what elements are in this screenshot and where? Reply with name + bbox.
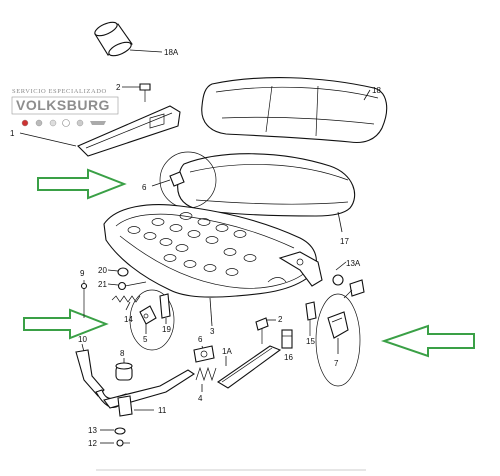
label-1: 1 [10,129,15,138]
part-labels: 18A 18 2 1 6 17 20 21 9 13A 14 5 19 3 2 … [10,48,381,448]
part-18a-cap [94,21,163,57]
part-1-trim [19,105,181,157]
part-14-spring [111,295,141,311]
label-14: 14 [124,315,133,324]
label-15: 15 [306,337,315,346]
logo-banner [11,96,119,115]
green-arrow-right-icon [37,168,127,200]
part-18-backrest-cushion [201,77,388,144]
label-21: 21 [98,280,107,289]
label-8: 8 [120,349,125,358]
label-7: 7 [334,359,339,368]
label-18: 18 [372,86,381,95]
label-12: 12 [88,439,97,448]
frame-holes [127,212,257,276]
part-21-bolt [107,281,147,291]
label-17: 17 [340,237,349,246]
label-18a: 18A [164,48,179,57]
label-13a: 13A [346,259,361,268]
part-5-19-detail [129,289,175,351]
part-6-clip [151,151,217,209]
volksburg-logo: SERVICIO ESPECIALIZADO VOLKSBURG [11,88,119,127]
label-20: 20 [98,266,107,275]
part-12-screw [100,439,130,447]
part-9-pin [80,280,88,318]
label-13: 13 [88,426,97,435]
part-3-seat-frame [103,204,323,327]
part-20-nut [107,267,129,277]
part-13-washer [100,427,126,435]
green-arrow-right-icon [23,308,109,340]
part-11-release-bar [103,369,196,417]
label-19: 19 [162,325,171,334]
label-11: 11 [158,406,167,415]
part-1a-rail [216,345,282,389]
label-10: 10 [78,335,87,344]
label-6: 6 [142,183,147,192]
part-2-screw [122,83,151,102]
part-16-bracket [281,329,293,349]
label-5: 5 [143,335,148,344]
label-1a: 1A [222,347,232,356]
label-2-mid: 2 [278,315,283,324]
part-7-latch [315,293,361,387]
label-2-top: 2 [116,83,121,92]
label-6-lower: 6 [198,335,203,344]
part-15-clip [305,301,317,336]
part-4-spring [195,366,217,392]
brand-emblem-icon [21,119,106,127]
logo-main-text: VOLKSBURG [16,97,110,113]
part-2-screw-mid [255,317,276,344]
label-16: 16 [284,353,293,362]
logo-top-text: SERVICIO ESPECIALIZADO [12,88,107,95]
green-arrow-left-icon [380,324,475,358]
label-3: 3 [210,327,215,336]
label-4: 4 [198,394,203,403]
part-8-bushing [115,358,133,381]
part-6-pivot-lower [193,345,215,363]
label-9: 9 [80,269,85,278]
